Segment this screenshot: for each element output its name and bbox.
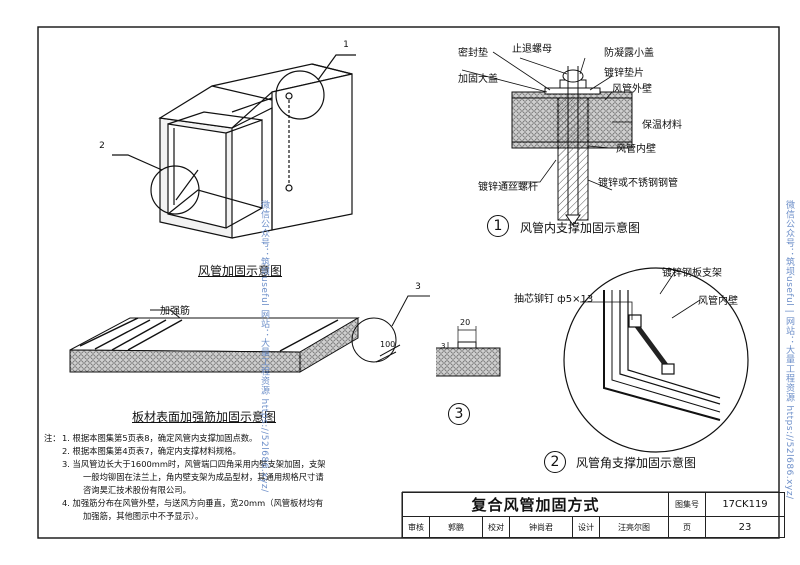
title-block-title: 复合风管加固方式 xyxy=(402,492,669,517)
corner-support-caption: 风管角支撑加固示意图 xyxy=(576,456,697,470)
dim-20: 20 xyxy=(460,318,471,327)
figure-number-3: 3 xyxy=(448,403,470,425)
label-bracket: 镀锌钢板支架 xyxy=(662,268,722,279)
note-4: 4. 加强筋分布在风管外壁，与送风方向垂直，宽20mm（风管板材均有 xyxy=(62,498,324,508)
check-label: 校对 xyxy=(482,516,510,538)
note-1: 1. 根据本图集第5页表8，确定风管内支撑加固点数。 xyxy=(62,433,258,443)
watermark-right: 微信公众号：筑坝useful | 网站：大量工程资源 https://52l68… xyxy=(784,200,794,500)
notes-prefix: 注： xyxy=(44,433,61,443)
notes-block: 1. 根据本图集第5页表8，确定风管内支撑加固点数。 2. 根据本图集第4页表7… xyxy=(62,432,326,523)
reviewer-name: 郭鹏 xyxy=(429,516,483,538)
dim-3: 3 xyxy=(441,342,446,350)
note-3: 3. 当风管边长大于1600mm时，风管端口四角采用内壁支架加固，支架 xyxy=(62,459,326,469)
duct-box-drawing xyxy=(112,54,356,239)
checker-name: 钟尚君 xyxy=(509,516,573,538)
label-steel-pipe: 镀锌或不锈钢钢管 xyxy=(598,178,678,189)
page-label: 页 xyxy=(668,516,706,538)
note-2: 2. 根据本图集第4页表7，确定内支撑材料规格。 xyxy=(62,446,241,456)
label-galvanized-washer: 镀锌垫片 xyxy=(604,68,644,79)
internal-support-drawing xyxy=(461,51,633,226)
panel-drawing xyxy=(69,295,430,373)
note-3-cont-a: 一般均铆固在法兰上，角内壁支架为成品型材，其通用规格尺寸请 xyxy=(83,472,324,482)
title-block: 复合风管加固方式 图集号 17CK119 审核 郭鹏 校对 钟尚君 设计 汪亮尔… xyxy=(402,492,785,538)
watermark-center: 微信公众号：筑坝useful 网站：大量工程资源 https://52l686.… xyxy=(259,200,269,493)
label-lock-nut: 止退螺母 xyxy=(512,44,552,55)
label-threaded-rod: 镀锌通丝螺杆 xyxy=(478,182,538,193)
callout-ref-1: 1 xyxy=(343,40,349,50)
atlas-no-label: 图集号 xyxy=(668,492,706,517)
label-duct-outer-wall: 风管外壁 xyxy=(612,84,652,95)
note-3-cont-b: 咨询昊汇技术股份有限公司。 xyxy=(83,485,191,495)
callout-ref-3: 3 xyxy=(415,282,421,292)
panel-caption: 板材表面加强筋加固示意图 xyxy=(132,410,277,424)
page-number: 23 xyxy=(705,516,785,538)
label-rivet: 抽芯铆钉 ф5×13 xyxy=(514,294,594,305)
review-label: 审核 xyxy=(402,516,430,538)
rib-section-drawing xyxy=(436,326,501,377)
note-4-cont: 加强筋，其他图示中不予显示）。 xyxy=(83,511,204,521)
corner-support-drawing xyxy=(563,267,749,453)
rib-label: 加强筋 xyxy=(160,306,190,317)
duct-caption: 风管加固示意图 xyxy=(198,264,283,278)
label-inner-wall: 风管内壁 xyxy=(698,296,738,307)
figure-number-1: 1 xyxy=(487,215,509,237)
label-insulation: 保温材料 xyxy=(642,120,682,131)
label-anti-condensation-cap: 防凝露小盖 xyxy=(604,48,654,59)
sheet-border xyxy=(37,26,780,539)
label-duct-inner-wall: 风管内壁 xyxy=(616,144,656,155)
label-reinforced-cap: 加固大盖 xyxy=(458,74,498,85)
design-label: 设计 xyxy=(572,516,600,538)
figure-number-2: 2 xyxy=(544,451,566,473)
callout-ref-2: 2 xyxy=(99,141,105,151)
dim-100: 100 xyxy=(380,340,396,349)
designer-name: 汪亮尔图 xyxy=(599,516,669,538)
internal-support-caption: 风管内支撑加固示意图 xyxy=(520,221,641,235)
atlas-no: 17CK119 xyxy=(705,492,785,517)
label-sealing-gasket: 密封垫 xyxy=(458,48,488,59)
